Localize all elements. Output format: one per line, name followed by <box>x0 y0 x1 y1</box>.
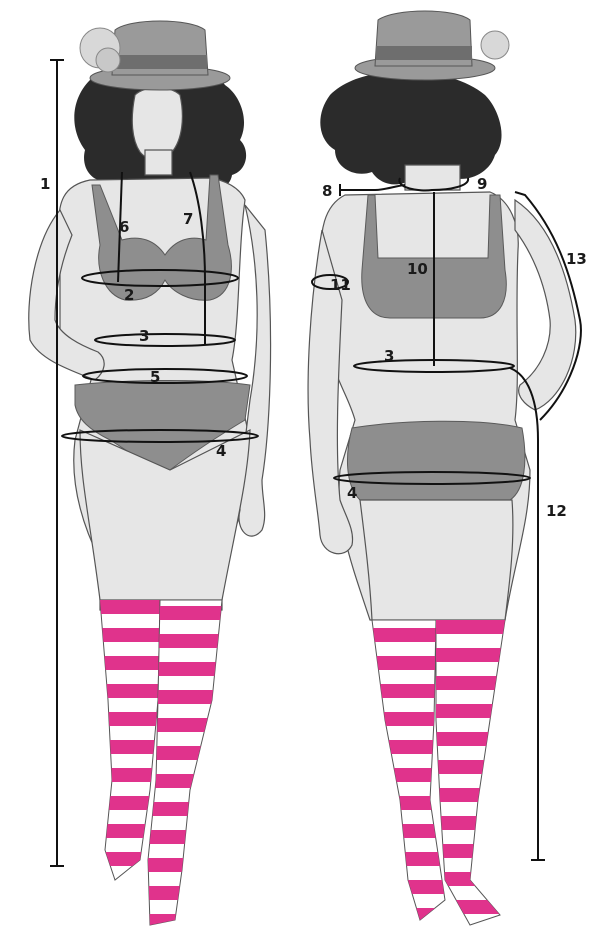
label-8: 8 <box>322 182 332 200</box>
label-1: 1 <box>40 175 50 193</box>
back-briefs <box>347 421 524 511</box>
label-10: 10 <box>407 260 428 278</box>
front-hat <box>80 21 230 90</box>
front-figure <box>29 21 271 928</box>
back-figure <box>308 11 576 925</box>
label-11: 11 <box>330 276 351 294</box>
neck-line-8 <box>340 185 405 190</box>
label-5: 5 <box>150 368 160 386</box>
front-neck <box>145 150 172 175</box>
label-4-back: 4 <box>347 484 357 502</box>
label-12: 12 <box>546 502 567 520</box>
label-2: 2 <box>124 286 134 304</box>
label-4-front: 4 <box>216 442 226 460</box>
label-13: 13 <box>566 250 587 268</box>
back-legs <box>360 500 513 620</box>
label-7: 7 <box>183 210 193 228</box>
label-9: 9 <box>477 175 487 193</box>
label-3-back: 3 <box>384 347 394 365</box>
back-hat <box>355 11 509 80</box>
back-neck <box>405 165 460 190</box>
back-right-stocking <box>430 620 520 925</box>
label-6: 6 <box>119 218 129 236</box>
label-3-front: 3 <box>139 327 149 345</box>
